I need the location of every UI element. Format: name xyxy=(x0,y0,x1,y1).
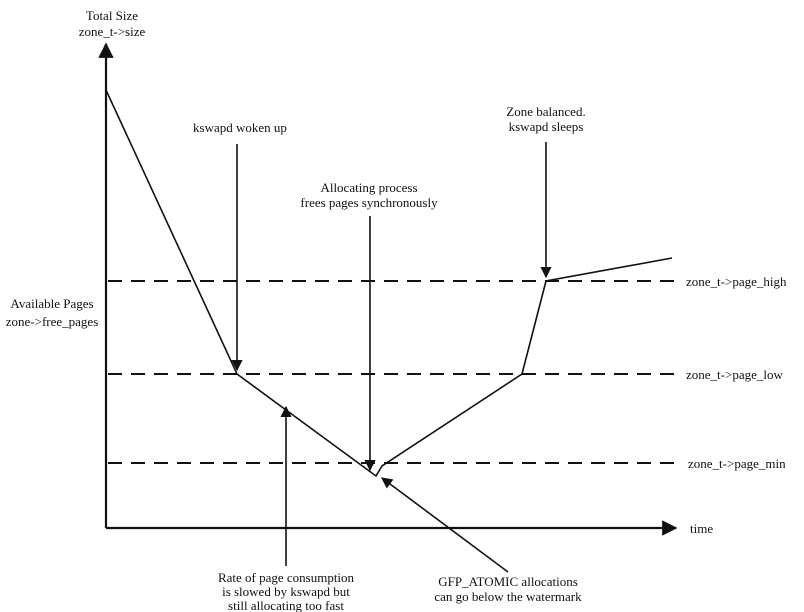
watermark-label-low: zone_t->page_low xyxy=(686,367,783,382)
y-axis-label-line2: zone->free_pages xyxy=(6,314,99,329)
watermark-label-high: zone_t->page_high xyxy=(686,274,787,289)
x-axis-label: time xyxy=(690,521,713,536)
annotation-rate-line3: still allocating too fast xyxy=(228,598,344,612)
y-axis-title-line1: Total Size xyxy=(86,8,138,23)
arrow-atomic xyxy=(381,477,509,573)
annotation-alloc-sync-line2: frees pages synchronously xyxy=(300,195,438,210)
y-axis-label-line1: Available Pages xyxy=(10,296,93,311)
y-axis-title-line2: zone_t->size xyxy=(79,24,146,39)
annotation-atomic-line1: GFP_ATOMIC allocations xyxy=(438,574,578,589)
free-pages-curve xyxy=(105,89,673,478)
annotation-rate-line2: is slowed by kswapd but xyxy=(222,584,350,599)
annotation-balanced-line2: kswapd sleeps xyxy=(509,119,584,134)
annotation-kswapd-woken: kswapd woken up xyxy=(193,120,287,135)
watermark-label-min: zone_t->page_min xyxy=(688,456,786,471)
annotation-alloc-sync-line1: Allocating process xyxy=(320,180,417,195)
annotation-balanced-line1: Zone balanced. xyxy=(506,104,585,119)
annotation-rate-line1: Rate of page consumption xyxy=(218,570,355,585)
annotation-atomic-line2: can go below the watermark xyxy=(434,589,582,604)
